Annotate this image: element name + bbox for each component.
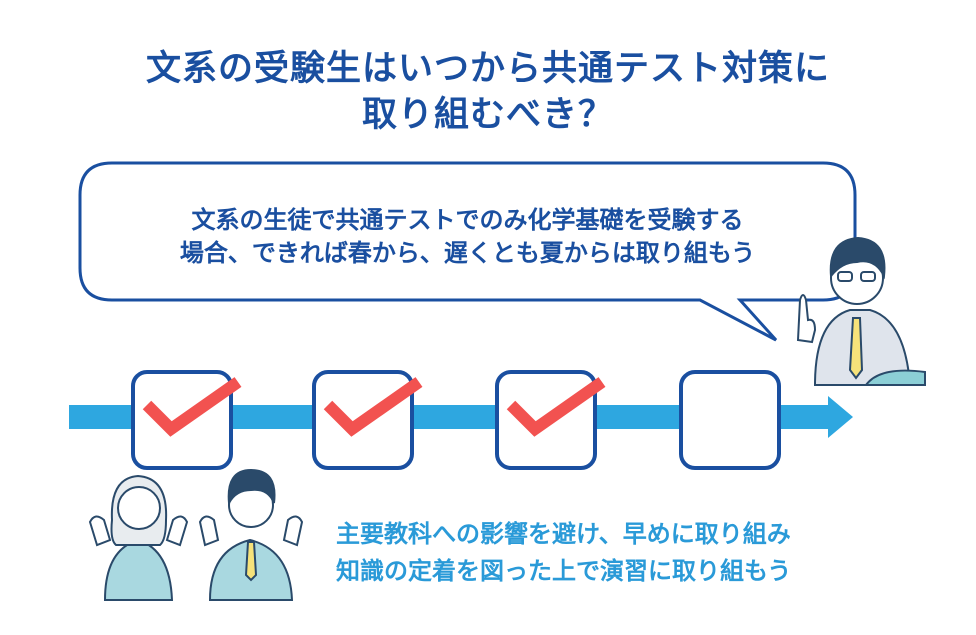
speech-bubble [78,161,857,342]
checkbox-step-4 [679,370,781,470]
teacher-illustration [796,236,926,386]
check-mark-icon [506,377,606,437]
advice-text-line-1: 主要教科への影響を避け、早めに取り組み [336,520,791,548]
bubble-text-line-1: 文系の生徒で共通テストでのみ化学基礎を受験する [191,206,744,234]
page-title-line-2: 取り組むべき？ [361,95,614,135]
advice-text-line-2: 知識の定着を図った上で演習に取り組もう [336,557,792,585]
check-mark-icon [323,377,423,437]
bubble-text-line-2: 場合、できれば春から、遅くとも夏からは取り組もう [179,239,756,267]
check-mark-icon [142,377,242,437]
female-student-illustration [88,474,189,601]
page-title-line-1: 文系の受験生はいつから共通テスト対策に [145,49,830,89]
male-student-illustration [198,468,304,601]
